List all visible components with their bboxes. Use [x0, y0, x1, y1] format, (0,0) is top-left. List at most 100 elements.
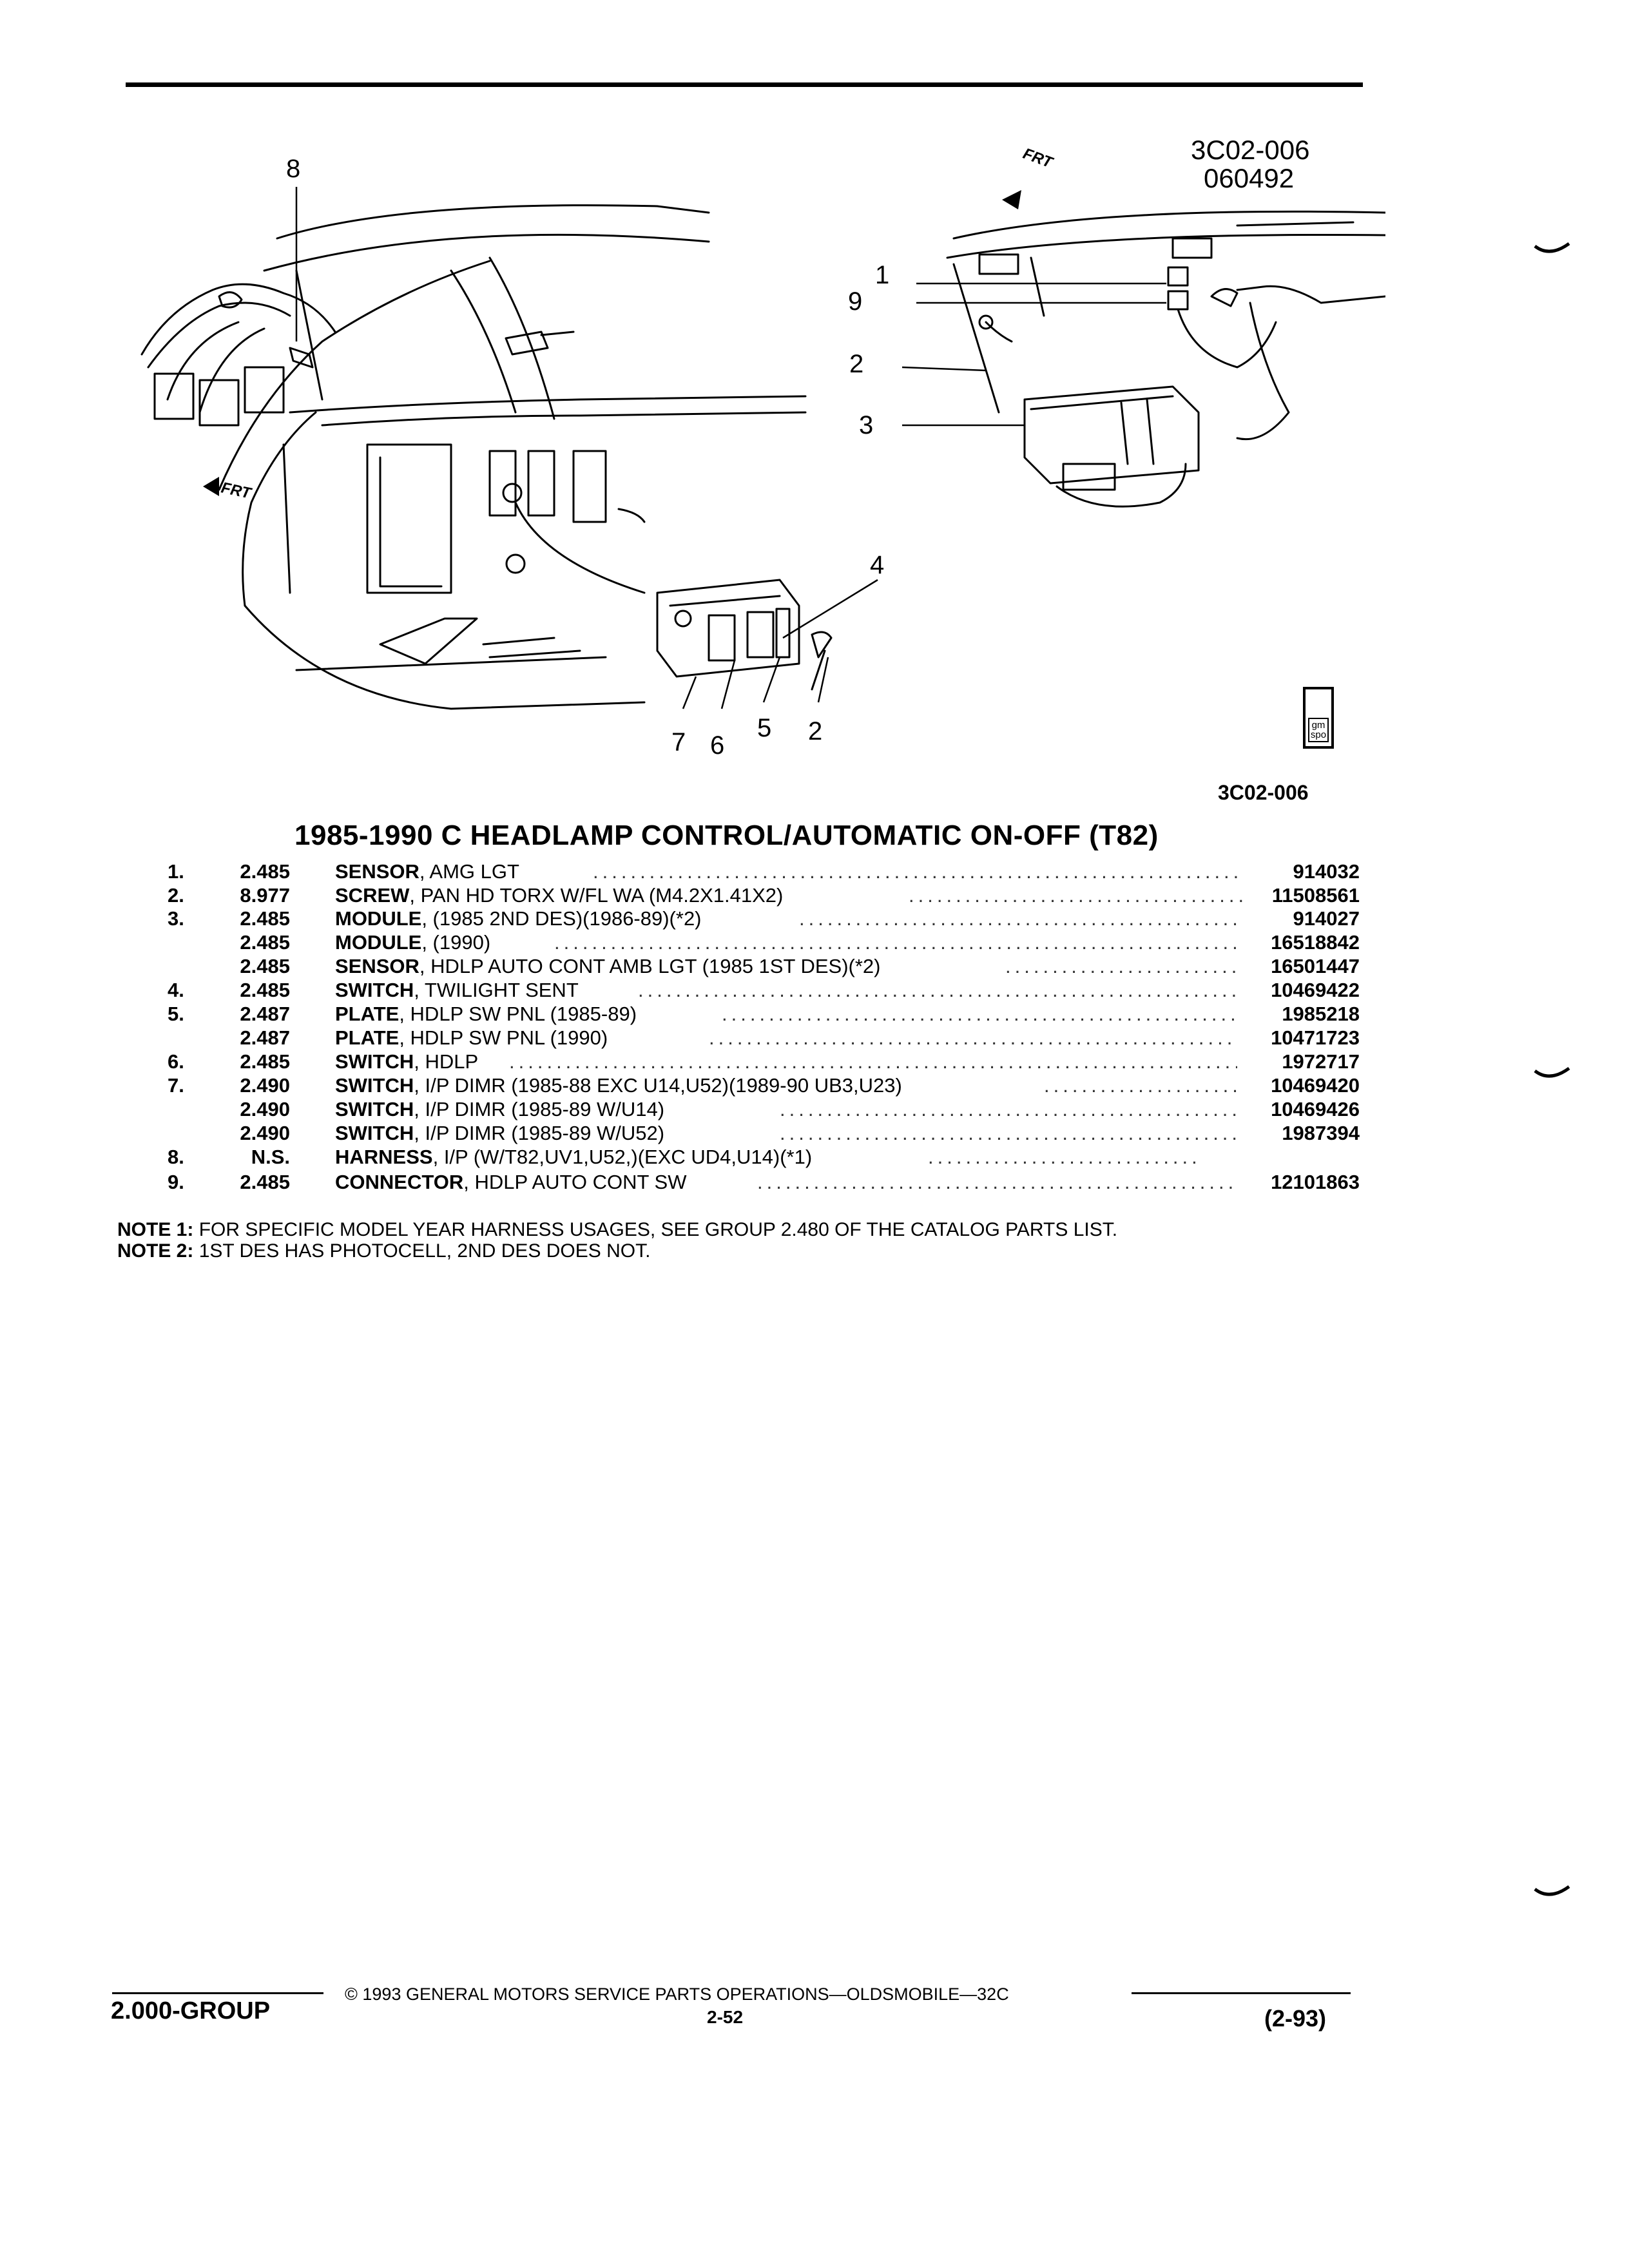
- part-number: 10469426: [1271, 1098, 1360, 1120]
- part-desc: , AMG LGT: [419, 860, 519, 883]
- leader-4: [782, 579, 878, 639]
- dot-leader: ........................................…: [1005, 955, 1237, 977]
- page-title: 1985-1990 C HEADLAMP CONTROL/AUTOMATIC O…: [294, 820, 1159, 851]
- part-number: 11508561: [1271, 884, 1360, 907]
- part-description: SWITCH, I/P DIMR (1985-89 W/U52): [335, 1122, 664, 1145]
- part-desc: , I/P DIMR (1985-89 W/U14): [414, 1098, 665, 1120]
- leader-2-top: [901, 366, 987, 372]
- part-name: HARNESS: [335, 1146, 433, 1168]
- part-description: SWITCH, I/P DIMR (1985-88 EXC U14,U52)(1…: [335, 1074, 902, 1097]
- part-name: CONNECTOR: [335, 1171, 464, 1193]
- note-label: NOTE 1:: [117, 1219, 194, 1240]
- dot-leader: ........................................…: [709, 1026, 1237, 1049]
- group-number: 2.485: [240, 907, 290, 930]
- parts-row: 2.490 SWITCH, I/P DIMR (1985-89 W/U52) .…: [168, 1122, 1360, 1146]
- part-name: MODULE: [335, 931, 422, 954]
- parts-illustration: [140, 187, 1385, 710]
- item-number: 9.: [168, 1171, 184, 1193]
- group-number: 2.485: [240, 955, 290, 977]
- footer-revision: (2-93): [1264, 2005, 1327, 2032]
- switch-assembly: [656, 579, 800, 678]
- callout-9: 9: [848, 287, 863, 316]
- part-name: SCREW: [335, 884, 410, 907]
- dot-leader: ........................................…: [638, 979, 1237, 1001]
- item-number: 4.: [168, 979, 184, 1001]
- scan-mark: [1534, 1066, 1570, 1078]
- part-description: SWITCH, TWILIGHT SENT: [335, 979, 579, 1002]
- part-desc: , HDLP SW PNL (1985-89): [399, 1003, 637, 1025]
- dot-leader: ........................................…: [780, 1098, 1237, 1120]
- item-number: 1.: [168, 860, 184, 883]
- leader-2-bottom: [817, 657, 829, 703]
- frt-arrow-left: [203, 477, 219, 496]
- part-desc: , HDLP: [414, 1050, 479, 1073]
- group-number: N.S.: [251, 1146, 290, 1168]
- parts-row: 2.490 SWITCH, I/P DIMR (1985-89 W/U14) .…: [168, 1098, 1360, 1122]
- dot-leader: ........................................…: [780, 1122, 1237, 1144]
- callout-7: 7: [671, 728, 686, 756]
- parts-row: 1. 2.485 SENSOR, AMG LGT ...............…: [168, 860, 1360, 884]
- note-2: NOTE 2: 1ST DES HAS PHOTOCELL, 2ND DES D…: [117, 1240, 650, 1262]
- figure-code-bottom: 3C02-006: [1218, 781, 1309, 804]
- part-desc: , TWILIGHT SENT: [414, 979, 579, 1001]
- leader-7: [682, 676, 697, 709]
- part-number: 10469422: [1271, 979, 1360, 1001]
- part-description: SWITCH, HDLP: [335, 1050, 478, 1073]
- group-number: 2.485: [240, 1171, 290, 1193]
- dot-leader: ........................................…: [757, 1171, 1237, 1193]
- part-desc: , HDLP SW PNL (1990): [399, 1026, 608, 1049]
- part-desc: , (1985 2ND DES)(1986-89)(*2): [421, 907, 702, 930]
- parts-row: 2. 8.977 SCREW, PAN HD TORX W/FL WA (M4.…: [168, 884, 1360, 908]
- group-number: 2.490: [240, 1074, 290, 1097]
- part-name: SWITCH: [335, 1098, 414, 1120]
- parts-row: 5. 2.487 PLATE, HDLP SW PNL (1985-89) ..…: [168, 1003, 1360, 1026]
- part-description: SENSOR, AMG LGT: [335, 860, 519, 883]
- group-number: 2.485: [240, 931, 290, 954]
- callout-4: 4: [870, 551, 885, 579]
- footer-page-number: 2-52: [707, 2007, 744, 2027]
- part-number: 914027: [1293, 907, 1360, 930]
- group-number: 2.490: [240, 1098, 290, 1120]
- part-desc: , PAN HD TORX W/FL WA (M4.2X1.41X2): [409, 884, 784, 907]
- figure-date-code: 060492: [1204, 163, 1295, 193]
- note-label: NOTE 2:: [117, 1240, 194, 1262]
- part-description: SENSOR, HDLP AUTO CONT AMB LGT (1985 1ST…: [335, 955, 880, 978]
- item-number: 8.: [168, 1146, 184, 1168]
- item-number: 2.: [168, 884, 184, 907]
- gm-spo-logo: gm spo: [1303, 687, 1334, 749]
- dash-top-edge: [276, 204, 710, 240]
- parts-row: 2.485 MODULE, (1990) ...................…: [168, 931, 1360, 955]
- figure-code: 3C02-006: [1191, 135, 1310, 165]
- frt-arrow-right: [1002, 190, 1021, 209]
- dot-leader: ........................................…: [909, 884, 1244, 907]
- item-number: 5.: [168, 1003, 184, 1025]
- part-desc: , I/P DIMR (1985-89 W/U52): [414, 1122, 665, 1144]
- leader-5: [762, 657, 781, 703]
- part-description: MODULE, (1990): [335, 931, 490, 954]
- part-name: PLATE: [335, 1003, 400, 1025]
- leader-6: [720, 660, 736, 709]
- parts-row: 8. N.S. HARNESS, I/P (W/T82,UV1,U52,)(EX…: [168, 1146, 1360, 1169]
- part-desc: , HDLP AUTO CONT SW: [463, 1171, 687, 1193]
- callout-2-top: 2: [849, 350, 864, 378]
- part-number: 12101863: [1271, 1171, 1360, 1193]
- group-number: 2.490: [240, 1122, 290, 1144]
- note-text: 1ST DES HAS PHOTOCELL, 2ND DES DOES NOT.: [198, 1240, 651, 1262]
- part-number: 16518842: [1271, 931, 1360, 954]
- footer-rule-left: [112, 1992, 323, 1994]
- group-number: 2.485: [240, 860, 290, 883]
- footer-copyright: © 1993 GENERAL MOTORS SERVICE PARTS OPER…: [345, 1984, 1009, 2004]
- dot-leader: ........................................…: [554, 931, 1237, 954]
- callout-6: 6: [710, 731, 725, 760]
- part-name: SWITCH: [335, 1122, 414, 1144]
- part-number: 1985218: [1282, 1003, 1360, 1025]
- callout-3: 3: [859, 411, 874, 439]
- group-number: 2.487: [240, 1003, 290, 1025]
- group-number: 2.485: [240, 979, 290, 1001]
- part-description: PLATE, HDLP SW PNL (1990): [335, 1026, 608, 1050]
- scan-mark: [1534, 242, 1570, 253]
- part-name: SWITCH: [335, 1050, 414, 1073]
- parts-row: 4. 2.485 SWITCH, TWILIGHT SENT .........…: [168, 979, 1360, 1003]
- group-number: 2.487: [240, 1026, 290, 1049]
- parts-row: 3. 2.485 MODULE, (1985 2ND DES)(1986-89)…: [168, 907, 1360, 931]
